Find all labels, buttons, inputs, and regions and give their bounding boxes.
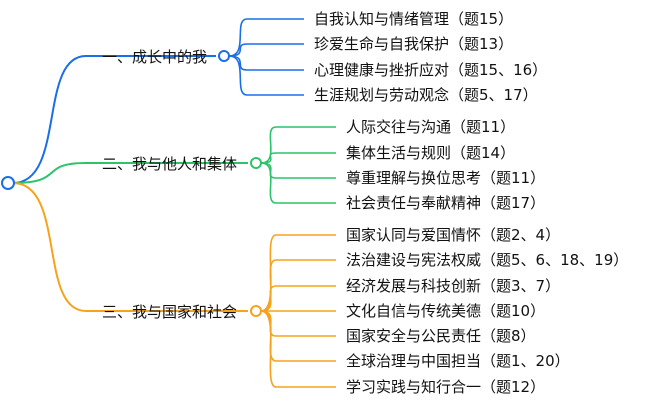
leaf-label: 国家认同与爱国情怀（题2、4） [346,226,561,244]
branch-label: 二、我与他人和集体 [102,155,238,173]
leaf-label: 尊重理解与换位思考（题11） [346,169,546,187]
root-branch-connector [12,182,87,312]
leaf-label: 文化自信与传统美德（题10） [346,302,546,320]
branch-node [250,305,262,317]
leaf-connector [260,234,277,312]
leaf-label: 生涯规划与劳动观念（题5、17） [314,86,538,104]
root-branch-connector [12,55,87,184]
branch-label: 一、成长中的我 [102,48,208,66]
leaf-label: 集体生活与规则（题14） [346,144,516,162]
leaf-connector [228,18,248,57]
leaf-label: 法治建设与宪法权威（题5、6、18、19） [346,251,629,269]
leaf-connector [228,55,248,96]
leaf-label: 学习实践与知行合一（题12） [346,378,546,396]
branch-node [250,157,262,169]
leaf-connector [260,162,277,204]
leaf-label: 全球治理与中国担当（题1、20） [346,352,570,370]
leaf-label: 心理健康与挫折应对（题15、16） [314,61,548,79]
leaf-label: 珍爱生命与自我保护（题13） [314,35,514,53]
branch-node [218,50,230,62]
leaf-label: 经济发展与科技创新（题3、7） [346,277,561,295]
leaf-connector [260,126,277,164]
leaf-connector [260,310,277,388]
leaf-label: 人际交往与沟通（题11） [346,118,516,136]
root-node [1,176,15,190]
leaf-label: 国家安全与公民责任（题8） [346,327,536,345]
leaf-label: 自我认知与情绪管理（题15） [314,10,514,28]
root-branch-connector [12,162,87,184]
leaf-connector [260,152,277,164]
leaf-label: 社会责任与奉献精神（题17） [346,194,546,212]
branch-label: 三、我与国家和社会 [102,303,238,321]
